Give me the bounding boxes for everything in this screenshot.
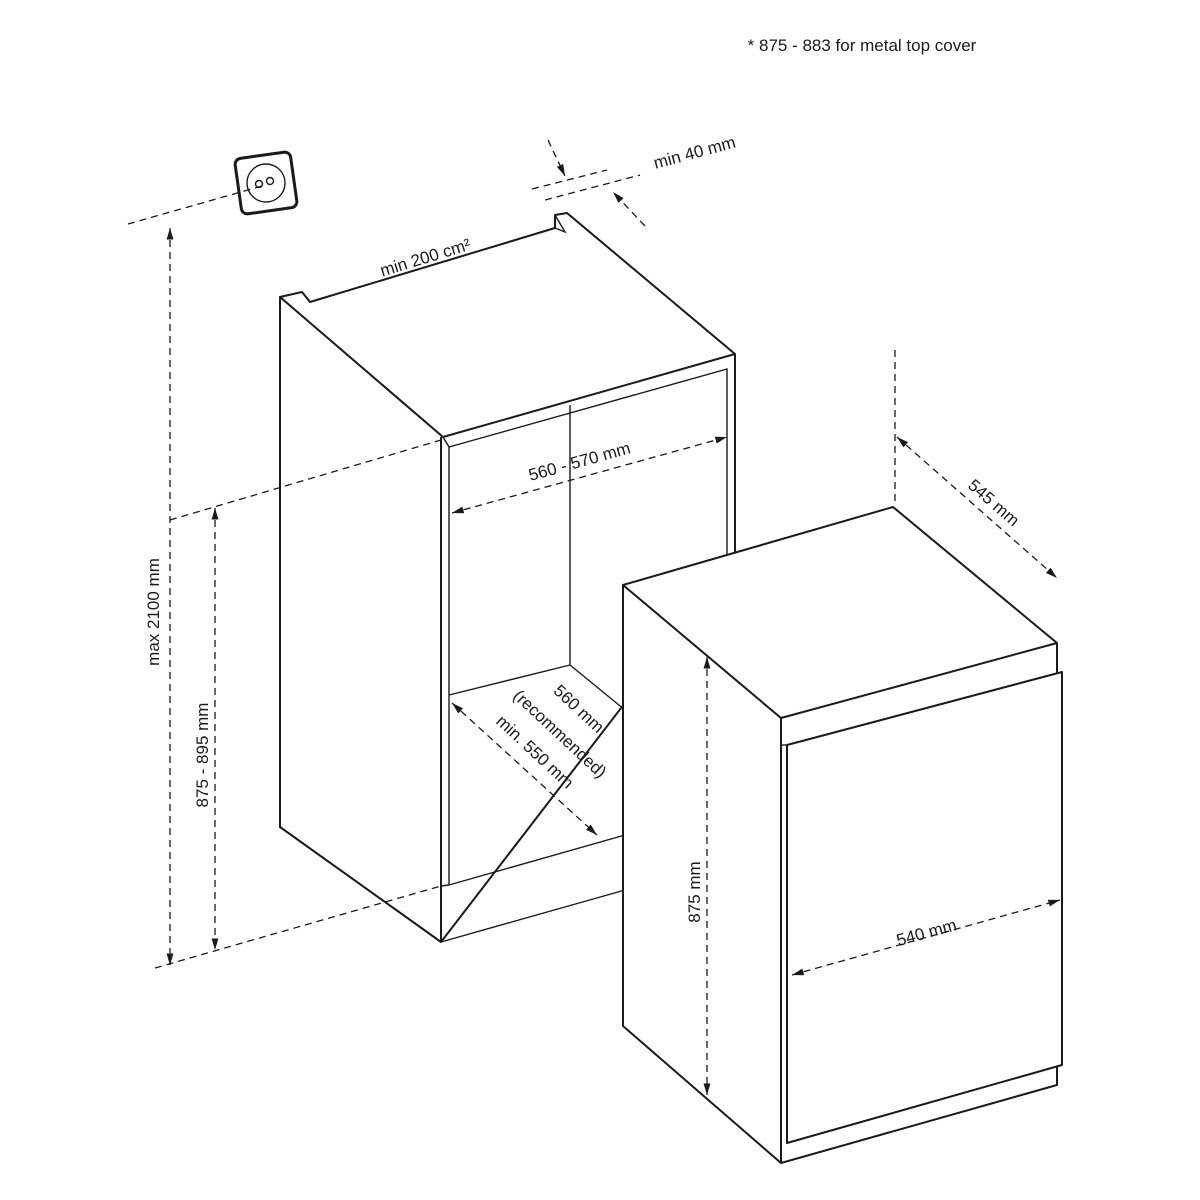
power-socket-icon [233,150,299,216]
appliance-depth-label: 545 mm [964,476,1023,531]
niche-height-label: 875 - 895 mm [193,703,212,808]
appliance [622,506,1063,1164]
appliance-height-label: 875 mm [685,861,704,922]
max-height-label: max 2100 mm [144,558,163,666]
metal-cover-note: * 875 - 883 for metal top cover [748,36,977,55]
min-gap-label: min 40 mm [652,133,738,173]
niche-cabinet [279,212,736,943]
